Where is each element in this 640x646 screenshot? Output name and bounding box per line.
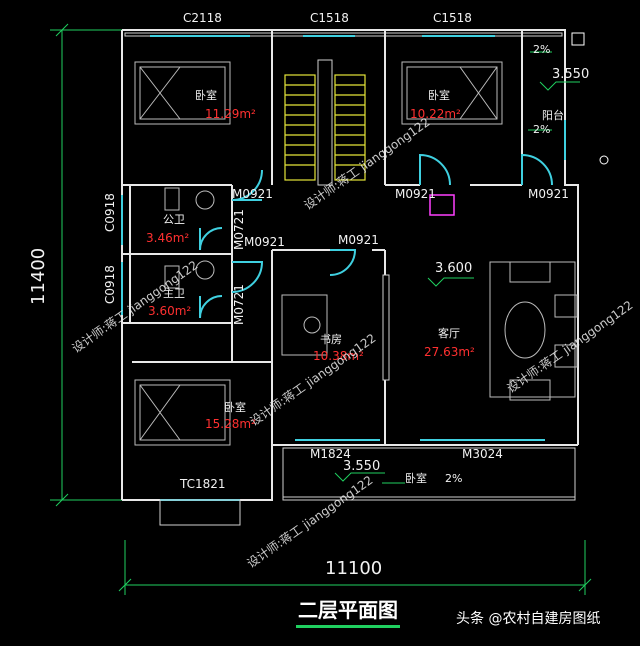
label-m0921-a: M0921 [232,187,273,201]
doors [199,120,566,319]
room-area-bedroom-top-right: 10.22m² [410,107,461,121]
elevation-balcony: 3.550 [552,67,590,82]
room-area-study: 10.38m² [313,349,364,363]
room-area-master-bath: 3.60m² [148,304,192,318]
source-credit: 头条 @农村自建房图纸 [456,611,601,627]
label-m0921-e: M0921 [338,233,379,247]
label-m0721-a: M0721 [232,209,246,250]
room-name-bedroom-bottom-left: 卧室 [224,401,246,414]
furniture [134,61,578,446]
label-c2118: C2118 [183,11,222,25]
label-c0918-top: C0918 [103,193,117,232]
room-name-study: 书房 [320,333,342,346]
elevation-living: 3.600 [435,261,473,276]
room-area-bedroom-bottom-left: 15.28m² [205,417,256,431]
drawing-title: 二层平面图 [298,598,398,622]
room-area-bedroom-top-left: 11.29m² [205,107,256,121]
dimension-total-height: 11400 [28,247,49,305]
grid-markers [571,32,609,165]
room-name-balcony: 阳台 [542,109,564,122]
room-area-living: 27.63m² [424,345,475,359]
slope-balcony: 2% [533,123,551,136]
elevation-markers [334,51,580,484]
room-area-public-bath: 3.46m² [146,231,190,245]
room-name-terrace: 卧室 [405,472,427,485]
label-c1518-stair: C1518 [310,11,349,25]
dimension-lines [50,23,592,595]
windows [121,35,545,526]
title-underline [296,625,400,628]
label-m0921-c: M0921 [528,187,569,201]
label-m1824: M1824 [310,447,351,461]
staircase [284,59,366,186]
label-c1518-right: C1518 [433,11,472,25]
room-name-bedroom-top-left: 卧室 [195,89,217,102]
room-name-public-bath: 公卫 [163,213,185,226]
interior-walls [122,30,523,445]
dimension-total-width: 11100 [325,558,383,579]
elevation-terrace: 3.550 [343,459,381,474]
label-m0721-b: M0721 [232,284,246,325]
room-name-living: 客厅 [438,327,460,340]
terrace-outline [282,447,576,501]
room-name-master-bath: 主卫 [163,287,185,300]
room-name-bedroom-top-right: 卧室 [428,89,450,102]
label-c0918-bottom: C0918 [103,265,117,304]
label-tc1821: TC1821 [180,477,226,491]
slope-top: 2% [533,43,551,56]
slope-terrace: 2% [445,472,463,485]
label-m3024: M3024 [462,447,503,461]
label-m0921-d: M0921 [244,235,285,249]
label-m0921-b: M0921 [395,187,436,201]
